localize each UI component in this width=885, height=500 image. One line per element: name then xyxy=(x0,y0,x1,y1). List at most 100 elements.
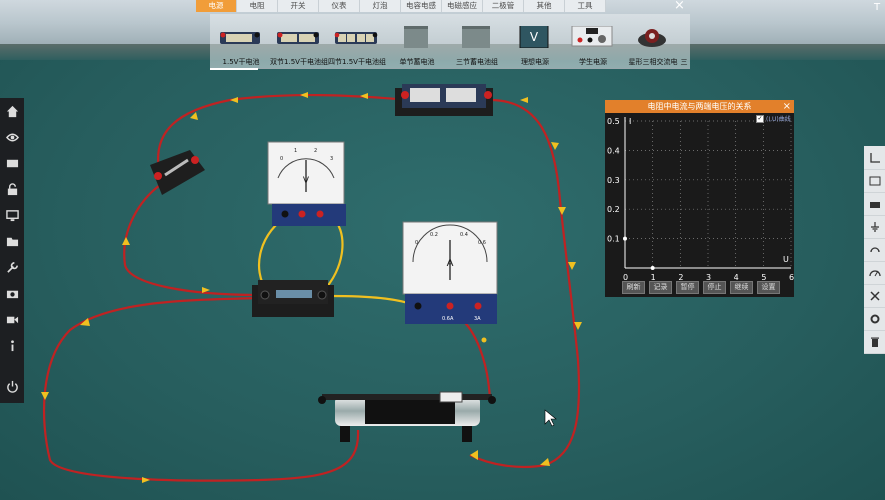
stop-button[interactable]: 停止 xyxy=(703,281,726,294)
home-button[interactable] xyxy=(0,98,24,124)
mouse-pointer-icon xyxy=(544,409,557,427)
chart-grid xyxy=(624,117,792,269)
oscilloscope-button[interactable] xyxy=(864,169,885,193)
tab-resistor[interactable]: 电阻 xyxy=(237,0,278,12)
cross-tools-button[interactable] xyxy=(864,284,885,308)
camera-icon xyxy=(6,290,18,298)
settings-button[interactable]: 设置 xyxy=(757,281,780,294)
graph-close-icon[interactable]: × xyxy=(782,101,791,112)
info-button[interactable] xyxy=(0,332,24,358)
wire-ammeter-to-rheostat[interactable] xyxy=(459,317,492,401)
part-label: 星形三相交流电 xyxy=(628,58,678,66)
tab-other[interactable]: 其他 xyxy=(524,0,565,12)
meter-icon xyxy=(868,269,881,276)
wire-switch-to-board[interactable] xyxy=(123,184,261,297)
part-three-phase-generator[interactable]: 星形三相交流电 xyxy=(622,16,684,68)
oscilloscope-icon xyxy=(869,176,880,185)
y-tick-label: 0.5 xyxy=(607,117,620,126)
gear-icon xyxy=(870,314,879,323)
parts-shelf: 1.5V干电池 双节1.5V干电池组 四节1.5V干电池组 单节蓄电池 三节蓄电… xyxy=(210,14,690,69)
ground-button[interactable] xyxy=(864,215,885,239)
x-tick-label: 4 xyxy=(734,273,739,282)
record-button[interactable]: 记录 xyxy=(649,281,672,294)
right-toolbar xyxy=(864,146,885,354)
close-icon[interactable]: × xyxy=(674,0,685,13)
delete-button[interactable] xyxy=(864,330,885,354)
power-icon xyxy=(6,380,18,393)
wire-battery-to-rheostat[interactable] xyxy=(469,98,581,469)
tools-button[interactable] xyxy=(0,254,24,280)
part-label: 四节1.5V干电池组 xyxy=(328,58,386,66)
monitor-icon xyxy=(5,209,19,221)
data-point xyxy=(623,236,627,241)
switch[interactable] xyxy=(150,150,205,195)
video-button[interactable] xyxy=(0,306,24,332)
rotate-button[interactable] xyxy=(864,238,885,262)
y-tick-label: 0.2 xyxy=(607,205,620,214)
unlock-button[interactable] xyxy=(0,176,24,202)
resume-button[interactable]: 继续 xyxy=(730,281,753,294)
ammeter-scale-3: 0.6 xyxy=(478,240,486,246)
x-tick-label: 6 xyxy=(789,273,794,282)
red-wires[interactable] xyxy=(42,93,581,482)
part-triple-storage-battery[interactable]: 三节蓄电池组 xyxy=(446,16,508,68)
tab-bulb[interactable]: 灯泡 xyxy=(360,0,401,12)
tab-switch[interactable]: 开关 xyxy=(278,0,319,12)
tab-diode[interactable]: 二极管 xyxy=(483,0,524,12)
part-battery-1-5v[interactable]: 1.5V干电池 xyxy=(210,16,272,68)
keyboard-icon xyxy=(6,159,18,167)
part-label: 学生电源 xyxy=(579,58,607,66)
part-double-battery[interactable]: 双节1.5V干电池组 xyxy=(268,16,330,68)
camera-button[interactable] xyxy=(0,280,24,306)
voltmeter[interactable]: V 0 1 2 3 xyxy=(267,141,346,226)
left-toolbar xyxy=(0,98,24,403)
meter-button[interactable] xyxy=(864,261,885,285)
battery-pack[interactable] xyxy=(395,84,493,116)
pause-button[interactable]: 暂停 xyxy=(676,281,699,294)
part-storage-battery[interactable]: 单节蓄电池 xyxy=(386,16,448,68)
tab-induction[interactable]: 电磁感应 xyxy=(442,0,483,12)
part-label: 双节1.5V干电池组 xyxy=(270,58,328,66)
tab-meter[interactable]: 仪表 xyxy=(319,0,360,12)
rotate-icon xyxy=(869,246,880,252)
wire-junction xyxy=(481,337,487,343)
part-student-power-supply[interactable]: 学生电源 xyxy=(562,16,624,68)
x-tick-label: 1 xyxy=(651,273,656,282)
ground-icon xyxy=(870,221,879,232)
wire-board-to-rheostat[interactable] xyxy=(42,296,360,482)
graph-tool-button[interactable] xyxy=(864,146,885,170)
ammeter[interactable]: A 0 0.2 0.4 0.6 0.6A 3A xyxy=(402,221,498,324)
voltmeter-scale-1: 1 xyxy=(294,148,297,154)
three-phase-generator-icon xyxy=(638,29,666,47)
tab-capacitor-inductor[interactable]: 电容电感 xyxy=(401,0,442,12)
legend-checkbox[interactable]: ✓ xyxy=(756,114,764,123)
y-axis-label: I xyxy=(629,117,631,126)
ammeter-scale-1: 0.2 xyxy=(430,232,438,238)
part-label: 单节蓄电池 xyxy=(399,58,435,66)
settings-gear-button[interactable] xyxy=(864,307,885,331)
rheostat[interactable] xyxy=(318,391,496,442)
folder-button[interactable] xyxy=(0,228,24,254)
resistor-board[interactable] xyxy=(252,280,334,317)
wire-board-to-ammeter[interactable] xyxy=(329,294,416,307)
part-label: 三节蓄电池组 xyxy=(456,58,498,66)
graph-legend[interactable]: ✓ (I,U)曲线 xyxy=(756,114,791,123)
tab-tools[interactable]: 工具 xyxy=(565,0,606,12)
monitor-button[interactable] xyxy=(0,202,24,228)
keyboard-button[interactable] xyxy=(0,150,24,176)
graph-panel-title: 电阻中电流与两端电压的关系 xyxy=(605,100,794,113)
toolbox-button[interactable] xyxy=(864,192,885,216)
power-button[interactable] xyxy=(0,373,24,399)
refresh-button[interactable]: 刷新 xyxy=(622,281,645,294)
view-button[interactable] xyxy=(0,124,24,150)
part-more[interactable]: 三 xyxy=(674,16,694,68)
part-quad-battery[interactable]: 四节1.5V干电池组 xyxy=(326,16,388,68)
ammeter-letter: A xyxy=(447,258,454,269)
part-ideal-source[interactable]: V 理想电源 xyxy=(504,16,566,68)
tab-power[interactable]: 电源 xyxy=(196,0,237,12)
trash-icon xyxy=(870,337,879,347)
view-icon xyxy=(5,133,19,141)
legend-label: (I,U)曲线 xyxy=(766,116,791,123)
